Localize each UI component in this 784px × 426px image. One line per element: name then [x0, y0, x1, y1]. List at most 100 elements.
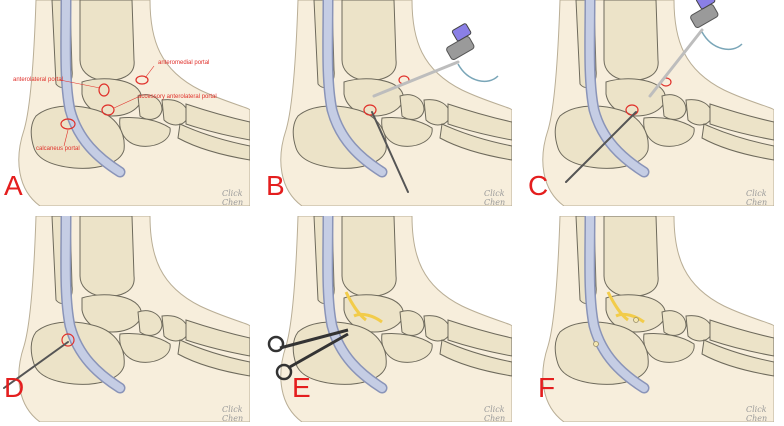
cuboid-bone — [381, 117, 433, 147]
cuboid-bone — [119, 333, 171, 363]
leader-anterolateral — [59, 79, 101, 89]
metatarsal-bone — [709, 103, 774, 141]
panel-letter-c: C — [528, 170, 549, 201]
panel-letter-f: F — [538, 372, 556, 403]
talus-bone — [343, 294, 404, 333]
panel-f: F Click Chen — [524, 216, 774, 422]
talus-bone — [81, 78, 142, 117]
cuboid-bone — [643, 333, 695, 363]
graft-icon — [344, 291, 383, 324]
artist-signature-b: Click Chen — [484, 189, 506, 206]
needle-icon — [371, 111, 409, 193]
artist-signature-a: Click Chen — [222, 189, 244, 206]
label-calcaneus-portal: calcaneus portal — [36, 146, 80, 152]
talus-bone — [605, 78, 666, 117]
cuboid-bone — [643, 117, 695, 147]
tibia-bone — [79, 0, 135, 81]
forceps-ring-lower — [275, 363, 293, 381]
panel-a: anteromedial portal anterolateral portal… — [0, 0, 250, 206]
panel-letter-b: B — [266, 170, 285, 201]
peroneal-tendon — [585, 0, 648, 176]
portal-calcaneus — [60, 118, 76, 130]
peroneal-tendon — [61, 0, 124, 176]
panel-letter-e: E — [292, 372, 311, 403]
panel-letter-a: A — [4, 170, 23, 201]
forceps-icon — [267, 328, 349, 381]
portal-anterolateral — [98, 83, 110, 97]
scope-cable — [701, 31, 743, 51]
scope-shaft — [372, 60, 460, 98]
graft-icon — [606, 291, 645, 324]
artist-signature-d: Click Chen — [222, 405, 244, 422]
anchor-point-talus — [633, 317, 639, 323]
cuboid-bone — [381, 333, 433, 363]
tibia-bone — [603, 0, 659, 81]
scope-camera-cap — [451, 23, 472, 42]
ankle-illustration-a — [18, 0, 250, 206]
artist-signature-e: Click Chen — [484, 405, 506, 422]
metatarsal-bone — [447, 319, 512, 357]
peroneal-tendon — [323, 216, 386, 392]
tibia-bone — [341, 216, 397, 297]
forceps-arm-lower — [287, 332, 349, 370]
leader-accessory-anterolateral — [113, 96, 139, 109]
cuboid-bone — [119, 117, 171, 147]
graft-strand-upper — [344, 291, 367, 322]
ankle-illustration-b — [280, 0, 512, 206]
panel-e: E Click Chen — [262, 216, 512, 422]
metatarsal-bone-lower — [701, 339, 774, 377]
metatarsal-bone — [447, 103, 512, 141]
forceps-ring-upper — [267, 335, 285, 353]
tibia-bone — [603, 216, 659, 297]
peroneal-tendon — [585, 216, 648, 392]
metatarsal-bone-lower — [177, 123, 250, 161]
scope-shaft — [648, 28, 704, 98]
artist-signature-f: Click Chen — [746, 405, 768, 422]
scope-body — [446, 36, 475, 60]
scope-body — [690, 4, 719, 28]
metatarsal-bone-lower — [439, 123, 512, 161]
peroneal-tendon — [323, 0, 386, 176]
panel-d: D Click Chen — [0, 216, 250, 422]
metatarsal-bone — [709, 319, 774, 357]
forceps-arm-upper — [279, 328, 349, 350]
graft-strand-lower — [353, 312, 383, 324]
anchor-point-calcaneus — [593, 341, 599, 347]
arthroscope-icon — [372, 23, 499, 98]
metatarsal-bone-lower — [177, 339, 250, 377]
ankle-illustration-f — [542, 216, 774, 422]
ankle-illustration-c — [542, 0, 774, 206]
tibia-bone — [341, 0, 397, 81]
label-accessory-anterolateral-portal: accessory anterolateral portal — [138, 94, 217, 100]
panel-letter-d: D — [4, 372, 25, 403]
needle-icon — [565, 111, 637, 183]
leader-anteromedial — [144, 65, 155, 79]
scope-cable — [457, 63, 499, 83]
portal-calcaneus — [61, 333, 75, 347]
tibia-bone — [79, 216, 135, 297]
metatarsal-bone-lower — [439, 339, 512, 377]
label-anteromedial-portal: anteromedial portal — [158, 60, 210, 66]
ankle-illustration-e — [267, 216, 512, 422]
graft-strand-upper — [606, 291, 629, 322]
portal-accessory-anterolateral — [363, 104, 377, 116]
portal-accessory-anterolateral — [101, 104, 115, 116]
metatarsal-bone — [185, 103, 250, 141]
needle-icon — [3, 341, 69, 389]
artist-signature-c: Click Chen — [746, 189, 768, 206]
arthroscope-icon — [648, 0, 743, 98]
metatarsal-bone — [185, 319, 250, 357]
leader-calcaneus — [63, 129, 69, 147]
talus-bone — [81, 294, 142, 333]
talus-bone — [605, 294, 666, 333]
ankle-illustration-d — [3, 216, 250, 422]
label-anterolateral-portal: anterolateral portal — [13, 77, 64, 83]
peroneal-tendon — [61, 216, 124, 392]
portal-anteromedial — [135, 75, 149, 85]
scope-camera-cap — [695, 0, 716, 10]
metatarsal-bone-lower — [701, 123, 774, 161]
panel-b: B Click Chen — [262, 0, 512, 206]
panel-c: C Click Chen — [524, 0, 774, 206]
graft-strand-lower — [615, 312, 645, 324]
